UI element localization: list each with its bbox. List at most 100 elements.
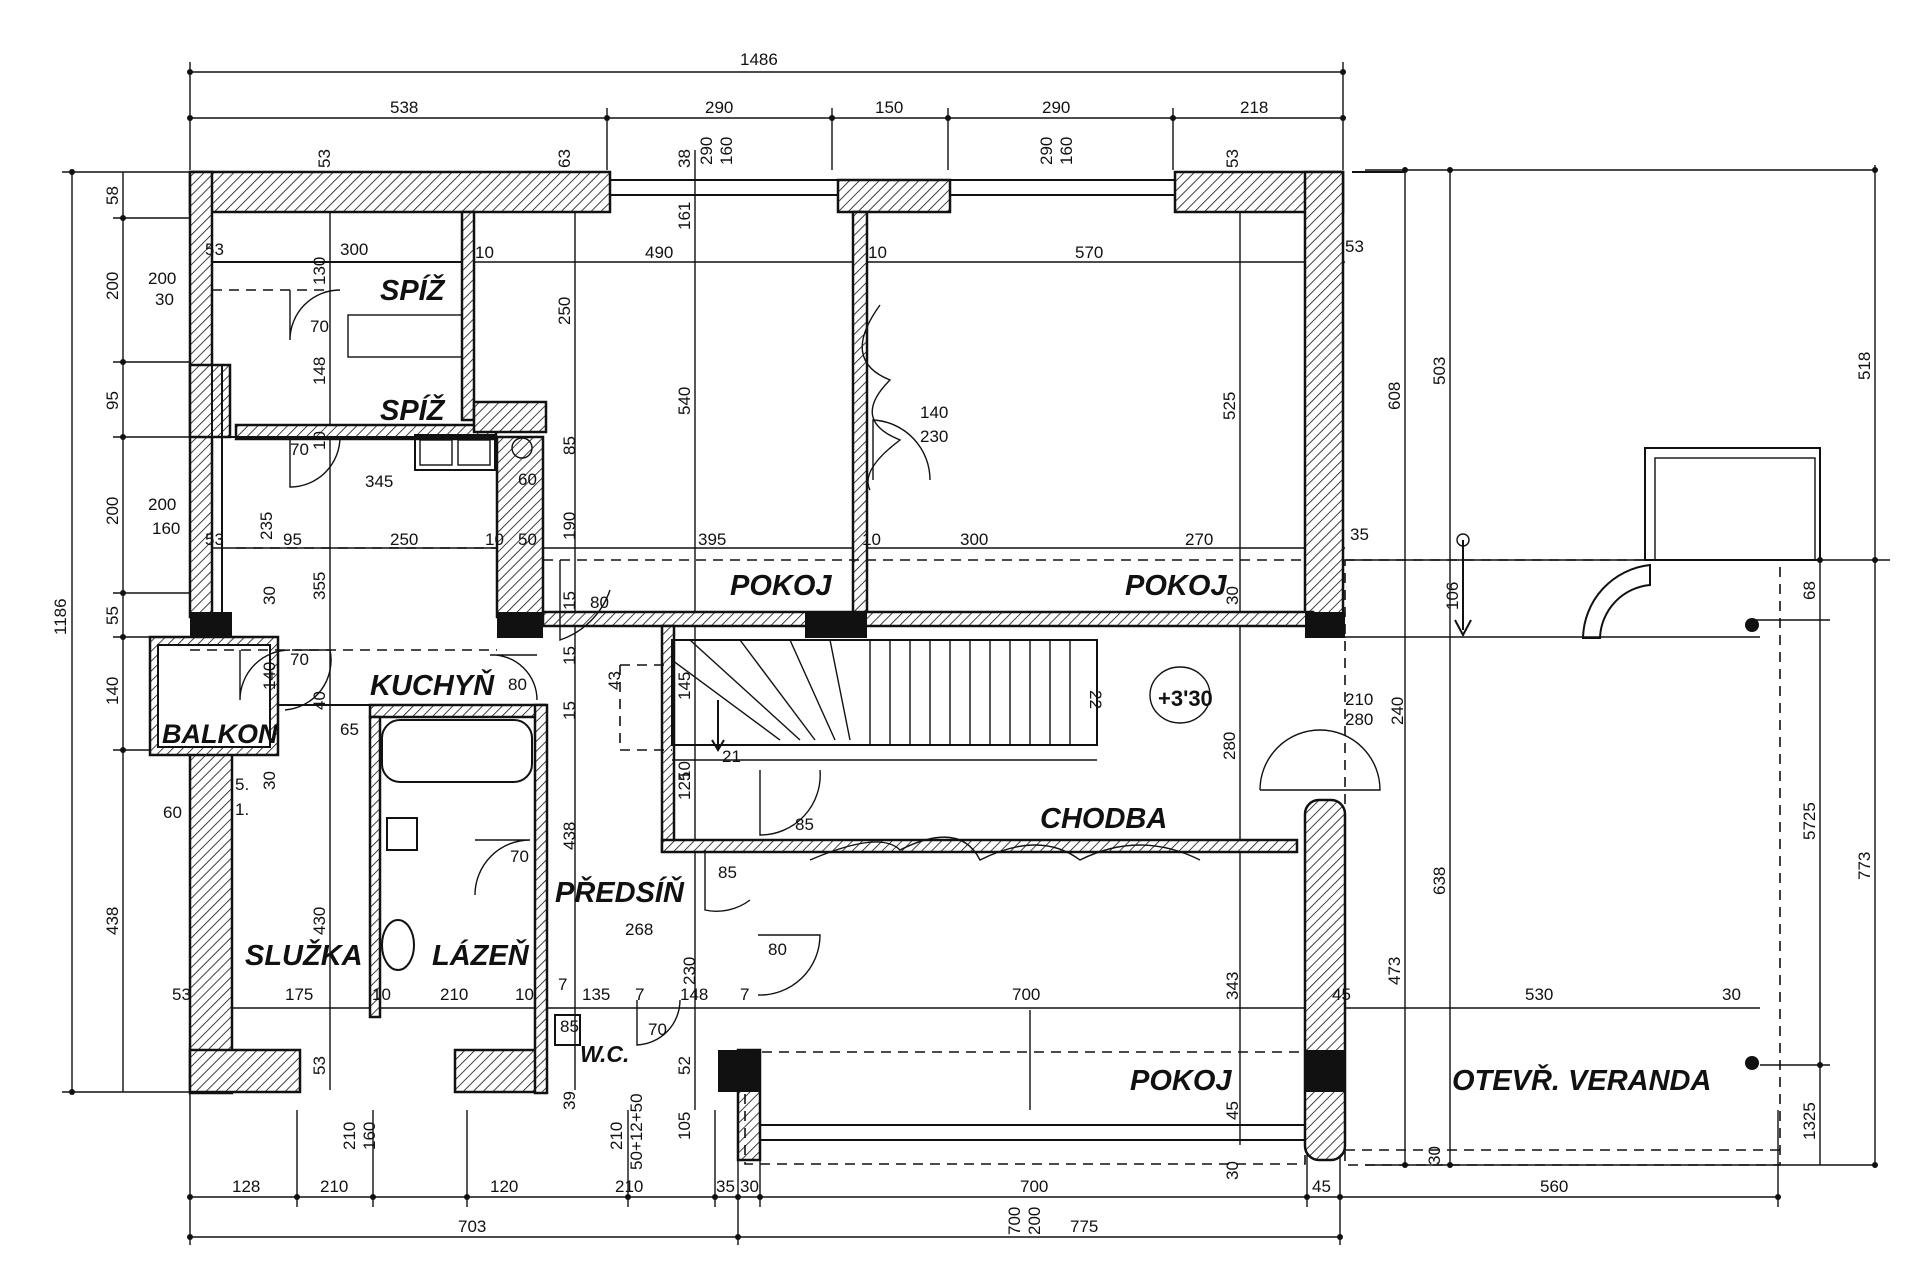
dim-interior: 570: [1075, 243, 1103, 262]
interior-dimension-texts: 53 63 38 53 290 160 290 160 161 53 300 1…: [148, 137, 1741, 1235]
dim-interior: 70: [290, 440, 309, 459]
dim-interior: 135: [582, 985, 610, 1004]
dim-interior: 10: [475, 243, 494, 262]
dim-right: 608: [1385, 382, 1404, 410]
walls: [148, 170, 1347, 1162]
dim-left-segment: 200: [103, 497, 122, 525]
dim-interior: 200: [148, 269, 176, 288]
dim-interior: 210: [1345, 690, 1373, 709]
dim-interior: 160: [717, 137, 736, 165]
dim-bottom-segment: 560: [1540, 1177, 1568, 1196]
dim-interior: 395: [698, 530, 726, 549]
dim-interior: 161: [675, 202, 694, 230]
dim-bottom-segment: 128: [232, 1177, 260, 1196]
dim-interior: 200: [148, 495, 176, 514]
dim-bottom-segment: 700: [1020, 1177, 1048, 1196]
dim-right: 638: [1430, 867, 1449, 895]
interior-lines: [190, 171, 1821, 1166]
dim-interior: 70: [290, 650, 309, 669]
dim-interior: 30: [260, 586, 279, 605]
dim-interior: 290: [697, 137, 716, 165]
dim-interior: 21: [722, 747, 741, 766]
dimension-lines: [62, 62, 1890, 1245]
dim-interior: 230: [920, 427, 948, 446]
dim-interior: 300: [960, 530, 988, 549]
dim-interior: 525: [1220, 392, 1239, 420]
dim-interior: 148: [680, 985, 708, 1004]
dim-interior: 343: [1223, 972, 1242, 1000]
dim-interior: 430: [310, 907, 329, 935]
room-label-predsin: PŘEDSÍŇ: [555, 875, 685, 909]
dim-interior: 39: [560, 1091, 579, 1110]
room-label-spiz-lower: SPÍŽ: [380, 393, 446, 427]
dim-interior: 60: [518, 470, 537, 489]
right-dimension-texts: 608 503 518 638 473 5725 773 1325 68 106: [1385, 352, 1874, 1140]
dim-interior: 50: [518, 530, 537, 549]
dim-interior: 210: [440, 985, 468, 1004]
dim-bottom-segment: 210: [615, 1177, 643, 1196]
dim-bottom-segment: 45: [1312, 1177, 1331, 1196]
dim-bottom-total: 775: [1070, 1217, 1098, 1236]
dim-interior: 130: [310, 257, 329, 285]
dim-interior: 30: [1425, 1146, 1444, 1165]
room-label-kuchyn: KUCHYŇ: [370, 668, 495, 702]
dim-interior: 190: [560, 512, 579, 540]
dim-interior: 63: [555, 149, 574, 168]
dim-interior: 250: [390, 530, 418, 549]
dim-interior: 7: [635, 985, 644, 1004]
room-label-pokoj-left: POKOJ: [730, 570, 832, 602]
dim-interior: 145: [675, 672, 694, 700]
dim-right: 68: [1800, 581, 1819, 600]
dim-overall-height: 1186: [51, 598, 70, 635]
dim-interior: 10: [868, 243, 887, 262]
dim-left-segment: 95: [103, 391, 122, 410]
dim-top-segment: 218: [1240, 98, 1268, 117]
dim-interior: 52: [675, 1056, 694, 1075]
dim-interior: 5.: [235, 775, 249, 794]
dim-interior: 7: [740, 985, 749, 1004]
dim-interior: 15: [560, 646, 579, 665]
dimension-ticks: [69, 69, 1878, 1240]
dim-right: 773: [1855, 852, 1874, 880]
dim-interior: 280: [1220, 732, 1239, 760]
dim-interior: 30: [260, 771, 279, 790]
dim-interior: 175: [285, 985, 313, 1004]
dim-top-segment: 150: [875, 98, 903, 117]
dim-interior: 10: [675, 761, 694, 780]
dim-left-segment: 140: [103, 677, 122, 705]
dim-interior: 15: [560, 591, 579, 610]
dim-interior: 70: [510, 847, 529, 866]
bottom-dimension-texts: 128 210 120 210 35 30 700 45 560 703 775: [232, 1177, 1568, 1236]
dim-interior: 53: [310, 1056, 329, 1075]
room-label-wc: W.C.: [580, 1041, 629, 1067]
dim-right: 473: [1385, 957, 1404, 985]
columns: [190, 612, 1759, 1092]
dim-right: 1325: [1800, 1102, 1819, 1140]
dim-interior: 80: [590, 593, 609, 612]
dim-interior: 1.: [235, 800, 249, 819]
dim-interior: 270: [1185, 530, 1213, 549]
dim-interior: 200: [1025, 1207, 1044, 1235]
dim-interior: 43: [605, 671, 624, 690]
dim-bottom-segment: 35: [716, 1177, 735, 1196]
dim-interior: 160: [1057, 137, 1076, 165]
dim-interior: 160: [152, 519, 180, 538]
dim-interior: 80: [768, 940, 787, 959]
dim-interior: 438: [560, 822, 579, 850]
dim-interior: 50+12+50: [627, 1093, 646, 1170]
dim-interior: 85: [560, 1017, 579, 1036]
room-label-spiz-upper: SPÍŽ: [380, 273, 446, 307]
level-mark-label: +3'30: [1158, 686, 1213, 711]
dim-top-segment: 538: [390, 98, 418, 117]
dim-right: 518: [1855, 352, 1874, 380]
dim-interior: 30: [1223, 1161, 1242, 1180]
dim-interior: 40: [310, 691, 329, 710]
level-marker: [1149, 666, 1211, 724]
dim-interior: 250: [555, 297, 574, 325]
dim-interior: 280: [1345, 710, 1373, 729]
dim-interior: 70: [310, 317, 329, 336]
dim-interior: 30: [155, 290, 174, 309]
room-label-veranda: OTEVŘ. VERANDA: [1452, 1063, 1711, 1097]
dim-left-segment: 55: [103, 606, 122, 625]
dim-interior: 355: [310, 572, 329, 600]
